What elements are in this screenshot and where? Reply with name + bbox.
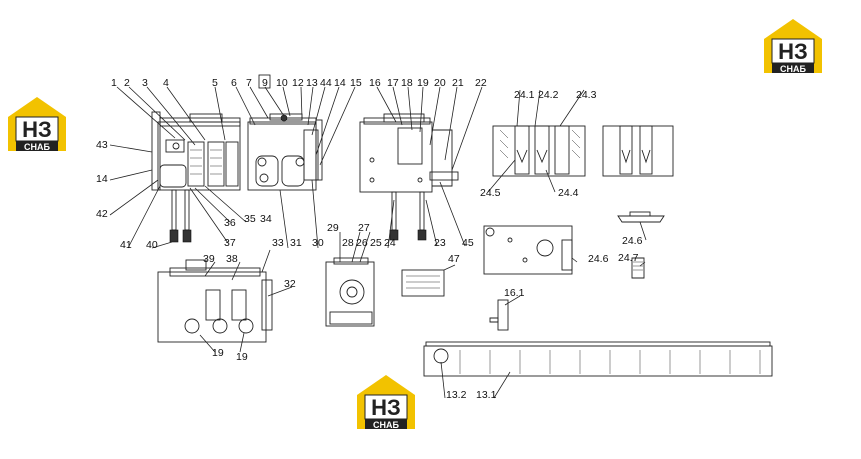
callout-26: 26 [356,237,368,249]
callout-6: 6 [231,77,237,89]
callout-24-2: 24.2 [538,89,559,101]
logo-text: СНАБ [24,142,50,152]
callout-36: 36 [224,217,236,229]
callout-2: 2 [124,77,130,89]
callout-39: 39 [203,253,215,265]
callout-31: 31 [290,237,302,249]
callout-17: 17 [387,77,399,89]
callout-38: 38 [226,253,238,265]
logo-letters: НЗ [778,39,808,64]
callout-37: 37 [224,237,236,249]
callout-labels: 1 2 3 4 5 6 7 9 10 12 13 44 14 15 16 17 … [96,74,643,401]
callout-42: 42 [96,208,108,220]
callout-14b: 14 [96,173,108,185]
callout-33: 33 [272,237,284,249]
callout-40: 40 [146,239,158,251]
logo-letters: НЗ [22,117,52,142]
callout-30: 30 [312,237,324,249]
logo-text: СНАБ [780,64,806,74]
callout-15: 15 [350,77,362,89]
callout-3: 3 [142,77,148,89]
callout-16: 16 [369,77,381,89]
callout-23: 23 [434,237,446,249]
callout-13-2: 13.2 [446,389,467,401]
callout-29: 29 [327,222,339,234]
callout-24: 24 [384,237,396,249]
detail-16-1 [489,299,509,331]
detail-24-cross-section [492,125,674,177]
valve-block-front-view [151,111,241,243]
callout-24-6-left: 24.6 [588,253,609,265]
callout-41: 41 [120,239,132,251]
logo-letters: НЗ [371,395,401,420]
logo-left: НЗ СНАБ [8,97,66,152]
detail-small-cap [617,211,665,279]
callout-47: 47 [448,253,460,265]
callout-44: 44 [320,77,332,89]
callout-24-4: 24.4 [558,187,579,199]
label-plate [401,269,445,297]
logo-top-right: НЗ СНАБ [764,19,822,74]
detail-24-6-block [483,225,573,275]
callout-7: 7 [246,77,252,89]
callout-25: 25 [370,237,382,249]
callout-28: 28 [342,237,354,249]
callout-1: 1 [111,77,117,89]
callout-21: 21 [452,77,464,89]
callout-24-6-right: 24.6 [622,235,643,247]
callout-24-7: 24.7 [618,252,639,264]
callout-22: 22 [475,77,487,89]
callout-12: 12 [292,77,304,89]
callout-16-1: 16.1 [504,287,525,299]
callout-43: 43 [96,139,108,151]
callout-20: 20 [434,77,446,89]
callout-10: 10 [276,77,288,89]
valve-block-bottom-view [157,259,273,343]
callout-4: 4 [163,77,169,89]
frame-rail [423,341,773,377]
logo-bottom: НЗ СНАБ [357,375,415,430]
pump-assembly [325,257,375,327]
callout-34: 34 [260,213,272,225]
callout-5: 5 [212,77,218,89]
callout-18: 18 [401,77,413,89]
callout-19c: 19 [236,351,248,363]
valve-block-section [247,113,323,191]
callout-27: 27 [358,222,370,234]
callout-35: 35 [244,213,256,225]
leader-lines [109,86,647,399]
callout-24-3: 24.3 [576,89,597,101]
callout-14: 14 [334,77,346,89]
callout-24-5: 24.5 [480,187,501,199]
callout-13-1: 13.1 [476,389,497,401]
callout-24-1: 24.1 [514,89,535,101]
callout-9: 9 [262,77,268,89]
callout-45: 45 [462,237,474,249]
callout-19b: 19 [212,347,224,359]
logo-text: СНАБ [373,420,399,430]
callout-13: 13 [306,77,318,89]
callout-19: 19 [417,77,429,89]
callout-32: 32 [284,278,296,290]
valve-block-side-view [359,113,459,241]
